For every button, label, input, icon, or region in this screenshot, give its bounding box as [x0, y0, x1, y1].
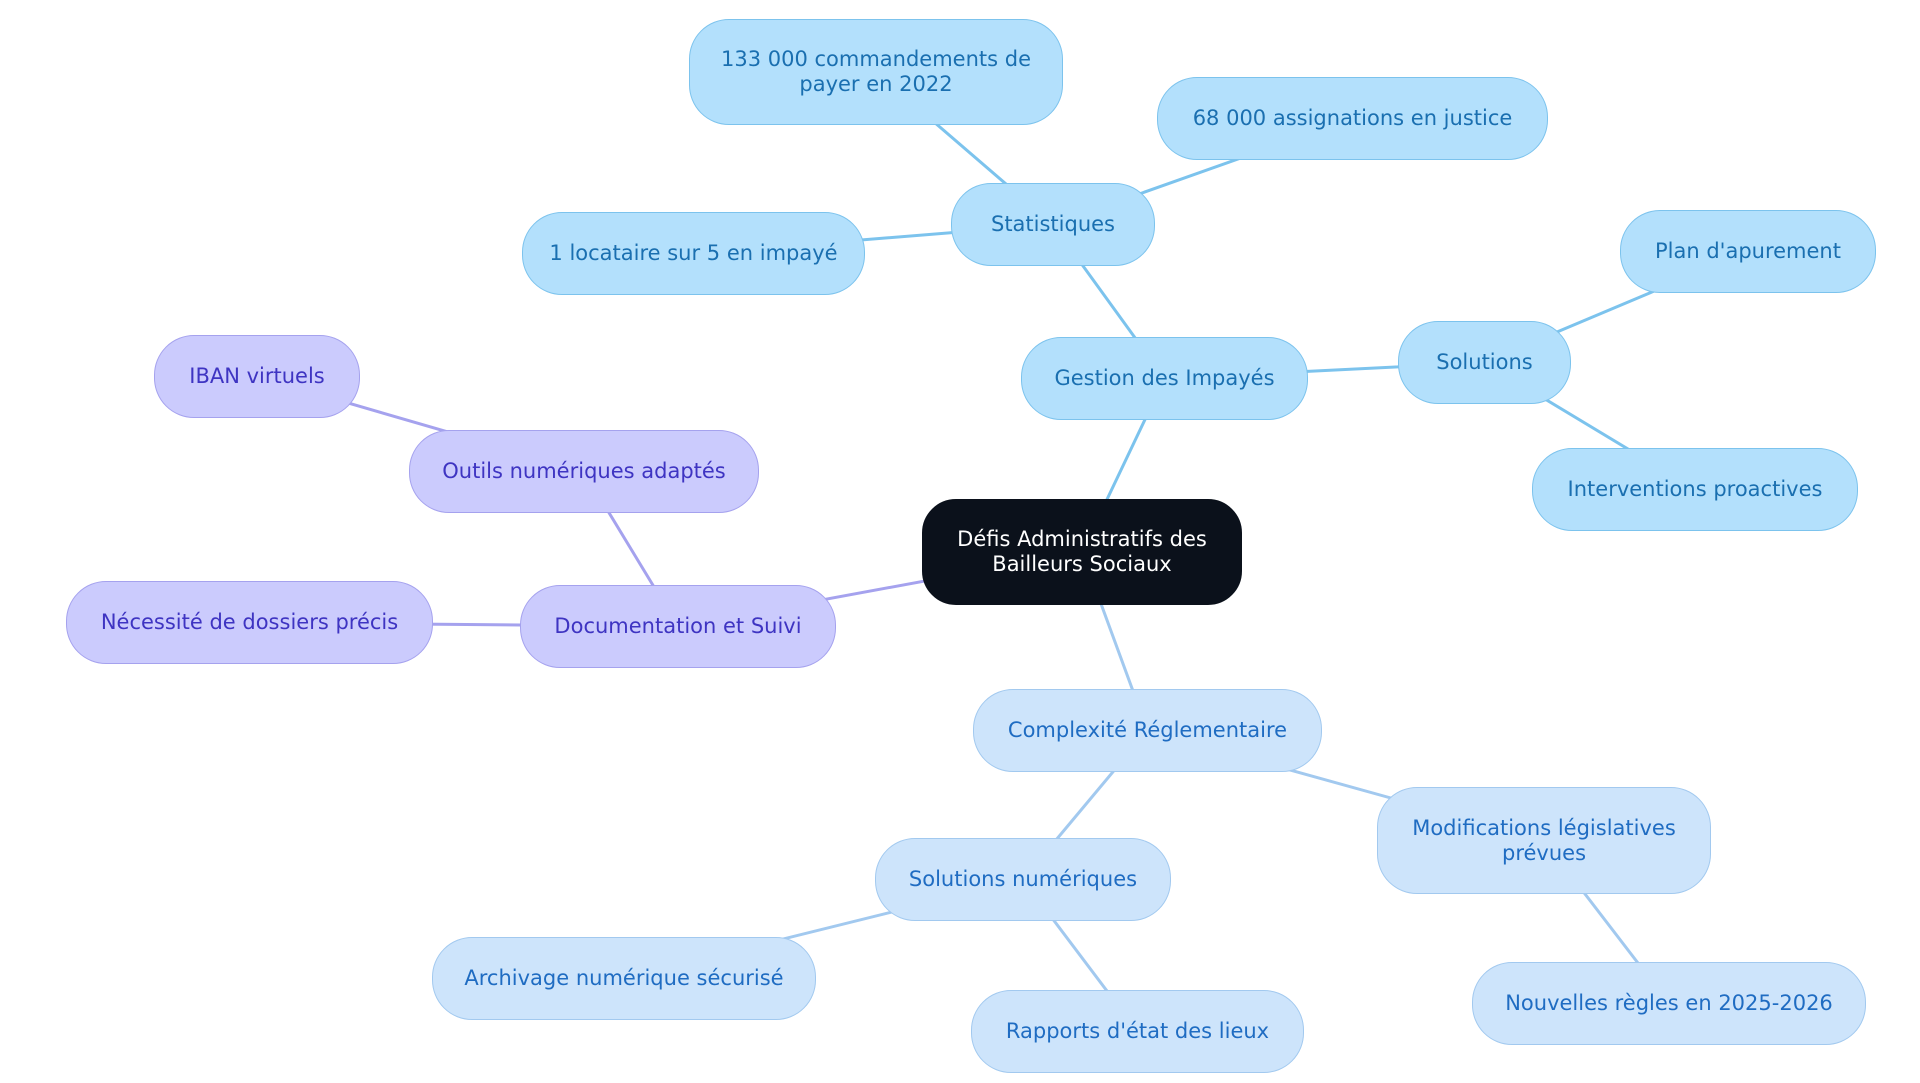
- leaf-node-plan-apurement[interactable]: Plan d'apurement: [1620, 210, 1876, 293]
- leaf-node-locataire-impaye[interactable]: 1 locataire sur 5 en impayé: [522, 212, 865, 295]
- node-solutions-numeriques[interactable]: Solutions numériques: [875, 838, 1171, 921]
- branch-node-complexite-reglementaire[interactable]: Complexité Réglementaire: [973, 689, 1322, 772]
- leaf-node-assignations[interactable]: 68 000 assignations en justice: [1157, 77, 1548, 160]
- label-statistiques: Statistiques: [990, 212, 1115, 236]
- branch-label-gestion-impayes: Gestion des Impayés: [1054, 366, 1275, 390]
- leaf-label-commandements: 133 000 commandements de payer en 2022: [720, 47, 1032, 96]
- leaf-node-rapports-etat-lieux[interactable]: Rapports d'état des lieux: [971, 990, 1304, 1073]
- leaf-node-nouvelles-regles[interactable]: Nouvelles règles en 2025-2026: [1472, 962, 1866, 1045]
- leaf-label-nouvelles-regles: Nouvelles règles en 2025-2026: [1505, 991, 1833, 1015]
- node-outils-numeriques[interactable]: Outils numériques adaptés: [409, 430, 759, 513]
- leaf-label-dossiers-precis: Nécessité de dossiers précis: [100, 610, 399, 634]
- node-statistiques[interactable]: Statistiques: [951, 183, 1155, 266]
- label-outils-numeriques: Outils numériques adaptés: [442, 459, 726, 483]
- leaf-node-dossiers-precis[interactable]: Nécessité de dossiers précis: [66, 581, 433, 664]
- branch-label-documentation-suivi: Documentation et Suivi: [554, 614, 802, 638]
- node-modifications-legislatives[interactable]: Modifications législatives prévues: [1377, 787, 1711, 894]
- branch-label-complexite-reglementaire: Complexité Réglementaire: [1007, 718, 1288, 742]
- central-topic-label: Défis Administratifs des Bailleurs Socia…: [957, 527, 1207, 576]
- branch-node-gestion-impayes[interactable]: Gestion des Impayés: [1021, 337, 1308, 420]
- node-solutions[interactable]: Solutions: [1398, 321, 1571, 404]
- leaf-node-commandements[interactable]: 133 000 commandements de payer en 2022: [689, 19, 1063, 125]
- leaf-label-archivage-numerique: Archivage numérique sécurisé: [464, 966, 784, 990]
- label-modifications-legislatives: Modifications législatives prévues: [1412, 815, 1676, 865]
- leaf-label-locataire-impaye: 1 locataire sur 5 en impayé: [549, 241, 838, 265]
- label-solutions: Solutions: [1436, 350, 1533, 374]
- label-solutions-numeriques: Solutions numériques: [908, 867, 1138, 891]
- leaf-label-iban-virtuels: IBAN virtuels: [189, 364, 325, 388]
- leaf-label-interventions-proactives: Interventions proactives: [1567, 477, 1823, 501]
- leaf-node-archivage-numerique[interactable]: Archivage numérique sécurisé: [432, 937, 816, 1020]
- leaf-label-assignations: 68 000 assignations en justice: [1192, 106, 1513, 130]
- leaf-node-interventions-proactives[interactable]: Interventions proactives: [1532, 448, 1858, 531]
- leaf-label-rapports-etat-lieux: Rapports d'état des lieux: [1005, 1019, 1270, 1043]
- leaf-label-plan-apurement: Plan d'apurement: [1655, 239, 1841, 263]
- branch-node-documentation-suivi[interactable]: Documentation et Suivi: [520, 585, 836, 668]
- leaf-node-iban-virtuels[interactable]: IBAN virtuels: [154, 335, 360, 418]
- central-topic-node[interactable]: Défis Administratifs des Bailleurs Socia…: [922, 499, 1242, 605]
